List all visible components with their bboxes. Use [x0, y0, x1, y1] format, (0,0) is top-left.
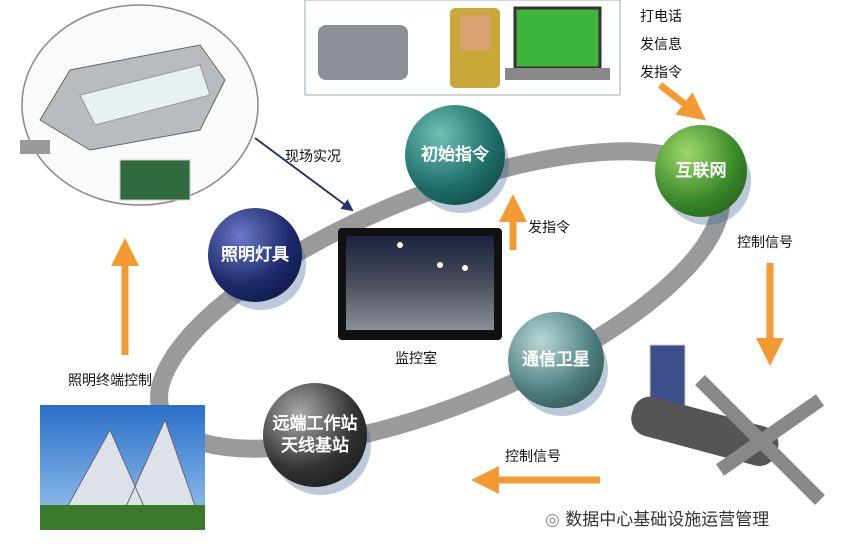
sphere-internet: 互联网: [655, 125, 747, 217]
monitor-image: [338, 228, 502, 340]
arrow-to-internet: [657, 82, 707, 121]
wechat-icon: ◎: [545, 510, 566, 530]
top-labels: 打电话 发信息 发指令: [640, 3, 682, 87]
label-call: 打电话: [640, 9, 682, 25]
label-control-signal-bottom: 控制信号: [505, 449, 561, 465]
label-terminal-control: 照明终端控制: [68, 373, 152, 389]
sphere-label-line2: 天线基站: [281, 436, 349, 456]
sphere-label-line1: 远端工作站: [272, 414, 358, 434]
sphere-label: 互联网: [675, 161, 727, 181]
sphere-label: 通信卫星: [522, 350, 590, 370]
sphere-lighting: 照明灯具: [208, 208, 302, 302]
label-monitor-room: 监控室: [395, 351, 437, 367]
sphere-label: 初始指令: [421, 145, 489, 165]
label-command: 发指令: [640, 65, 682, 81]
label-live-view: 现场实况: [285, 149, 341, 165]
arrow-live-view: [254, 137, 354, 212]
label-send-command: 发指令: [528, 220, 570, 236]
label-control-signal-right: 控制信号: [737, 235, 793, 251]
label-message: 发信息: [640, 37, 682, 53]
street-lamp-image: [20, 4, 259, 206]
sphere-label: 远端工作站天线基站: [273, 413, 358, 457]
sphere-initial-command: 初始指令: [405, 105, 505, 205]
antenna-station-image: [40, 405, 205, 530]
sphere-satellite: 通信卫星: [508, 312, 604, 408]
watermark: ◎ 数据中心基础设施运营管理: [545, 505, 769, 530]
watermark-text: 数据中心基础设施运营管理: [565, 510, 770, 530]
sphere-remote-station: 远端工作站天线基站: [263, 383, 367, 487]
devices-image: [304, 0, 621, 96]
satellite-image: [631, 344, 825, 505]
sphere-label: 照明灯具: [221, 245, 289, 265]
